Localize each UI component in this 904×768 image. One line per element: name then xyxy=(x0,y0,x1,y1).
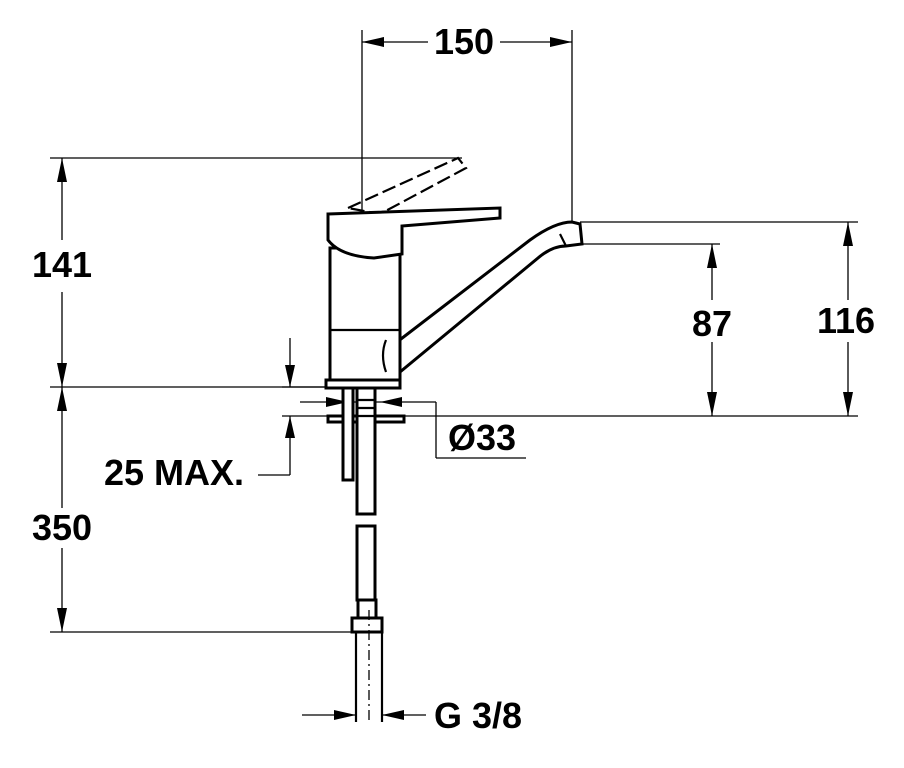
dimension-spout-top-height: 116 xyxy=(400,221,875,417)
dimension-hose-length: 350 xyxy=(32,387,352,633)
dimension-deck-thickness: 25 MAX. xyxy=(104,338,352,493)
dimension-total-height: 141 xyxy=(32,157,462,388)
dimension-connection-thread: G 3/8 xyxy=(302,695,522,736)
dimension-hole-diameter: Ø33 xyxy=(300,397,526,459)
faucet-body xyxy=(324,156,584,722)
dimension-spout-height: 87 xyxy=(566,243,732,416)
label-deck-thickness: 25 MAX. xyxy=(104,452,244,493)
label-spout-reach: 150 xyxy=(434,21,494,62)
label-total-height: 141 xyxy=(32,244,92,285)
label-connection-thread: G 3/8 xyxy=(434,695,522,736)
label-hose-length: 350 xyxy=(32,507,92,548)
label-hole-diameter: Ø33 xyxy=(448,417,516,458)
dimension-spout-reach: 150 xyxy=(361,21,573,222)
label-spout-height: 87 xyxy=(692,303,732,344)
label-spout-top-height: 116 xyxy=(817,300,875,341)
